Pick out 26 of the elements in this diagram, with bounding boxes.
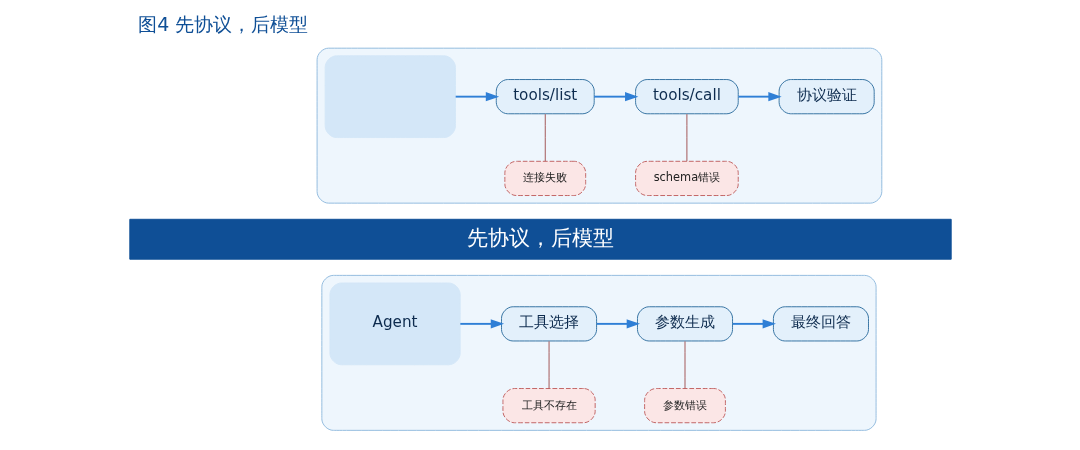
arrow xyxy=(592,92,638,102)
node-box: 协议验证 xyxy=(778,79,875,115)
node-box: tools/call xyxy=(634,79,739,115)
arrow xyxy=(595,319,640,329)
connector xyxy=(548,340,550,389)
node-box: 工具不存在 xyxy=(501,388,596,424)
node-box: schema错误 xyxy=(634,160,739,196)
arrow xyxy=(731,319,776,329)
connector xyxy=(685,113,687,162)
node-box: 参数生成 xyxy=(636,306,733,342)
arrow xyxy=(737,92,782,102)
node-box: 连接失败 xyxy=(503,160,586,196)
arrow xyxy=(458,319,504,329)
node-box: tools/list xyxy=(495,79,595,115)
cluster xyxy=(316,47,882,204)
diagram-title: 图4 先协议，后模型 xyxy=(137,13,309,36)
node-box: 参数错误 xyxy=(643,388,726,424)
connector xyxy=(684,340,685,389)
cluster xyxy=(320,274,877,431)
node-box: Agent xyxy=(328,282,461,366)
arrow xyxy=(454,92,499,102)
node-box xyxy=(324,55,456,138)
node-box: 最终回答 xyxy=(772,306,869,342)
connector xyxy=(544,113,546,162)
node-box: 先协议，后模型 xyxy=(128,218,952,260)
node-box: 工具选择 xyxy=(500,306,597,342)
